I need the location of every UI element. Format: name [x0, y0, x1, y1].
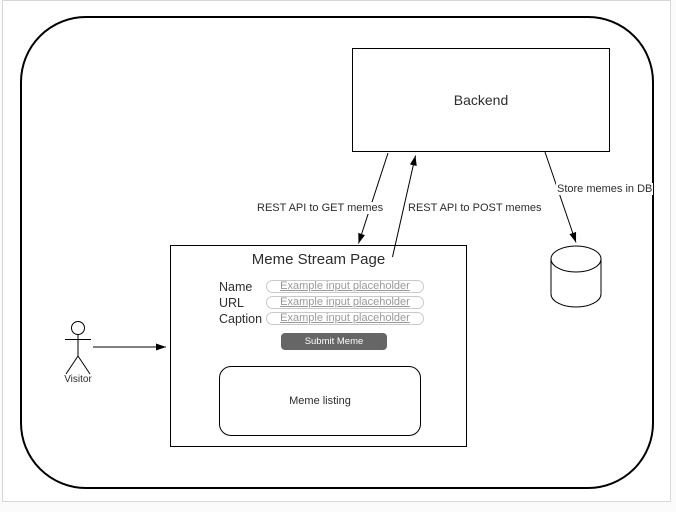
name-field-label: Name — [219, 280, 253, 294]
url-field-label: URL — [219, 296, 245, 310]
meme-page-title: Meme Stream Page — [251, 251, 386, 268]
meme-stream-page-box[interactable]: Meme Stream Page Name Example input plac… — [170, 245, 467, 447]
url-input[interactable]: Example input placeholder — [266, 296, 424, 309]
name-input[interactable]: Example input placeholder — [266, 280, 424, 293]
edge-label-get: REST API to GET memes — [256, 202, 385, 214]
backend-box[interactable]: Backend — [352, 48, 610, 152]
meme-listing-label: Meme listing — [289, 395, 351, 407]
backend-label: Backend — [453, 92, 509, 108]
submit-meme-button[interactable]: Submit Meme — [281, 333, 387, 350]
caption-input[interactable]: Example input placeholder — [266, 312, 424, 325]
meme-listing-box[interactable]: Meme listing — [219, 366, 421, 436]
edge-label-post: REST API to POST memes — [407, 202, 543, 214]
system-boundary — [20, 16, 654, 489]
caption-field-label: Caption — [219, 312, 263, 326]
visitor-label: Visitor — [64, 374, 92, 385]
edge-label-store: Store memes in DB — [556, 183, 654, 195]
